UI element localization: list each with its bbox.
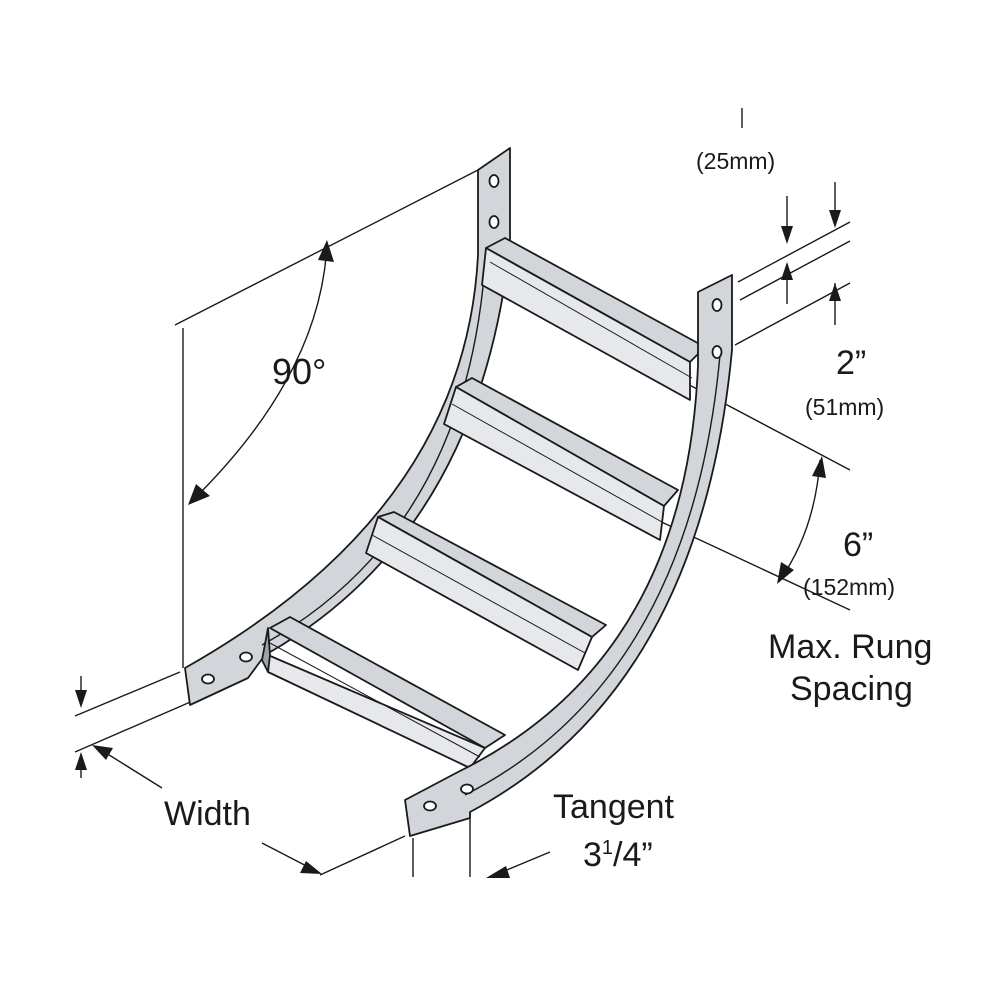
- rung-height-ext-top: [737, 221, 851, 283]
- spacing-arc: [779, 459, 821, 581]
- arrow-angle-bottom: [188, 484, 210, 505]
- bolt-hole: [711, 298, 723, 312]
- bolt-hole: [488, 215, 500, 229]
- tangent-whole: 3: [583, 836, 602, 874]
- angle-arc: [192, 244, 328, 501]
- width-ext-a: [74, 671, 181, 717]
- bottom-ext-diagonal: [319, 835, 406, 876]
- front-side-rail: [404, 274, 733, 837]
- bolt-hole: [711, 345, 723, 359]
- arrow-rung-a: [781, 226, 793, 244]
- arrow-tangent: [486, 866, 510, 878]
- arrow-rail-a: [781, 262, 793, 280]
- rung: [261, 616, 506, 769]
- arrow-left-top: [75, 690, 87, 708]
- tangent-value: 31/4”: [583, 838, 653, 872]
- tangent-fraction-num: 1: [601, 837, 614, 859]
- arrow-angle-top: [318, 240, 334, 262]
- rail-height-metric-label: (51mm): [805, 394, 885, 420]
- ladder-bend: [184, 147, 733, 837]
- front-rail-inner-edge: [464, 354, 721, 796]
- rung-spacing-label: 6”: [843, 526, 874, 564]
- arrow-width-upper: [92, 745, 113, 760]
- rail-height-ext: [734, 282, 851, 346]
- arrow-rail-b: [829, 283, 841, 301]
- arrow-rung-b: [829, 210, 841, 228]
- angle-label: 90°: [272, 351, 327, 392]
- arrow-left-bottom: [75, 752, 87, 770]
- rung-height-metric-label: (25mm): [696, 148, 776, 174]
- back-rail-inner-edge: [261, 249, 487, 646]
- tangent-fraction-rest: /4”: [613, 836, 653, 874]
- arrow-spacing-top: [812, 456, 826, 478]
- width-label: Width: [164, 795, 251, 833]
- arrowheads: [75, 210, 841, 878]
- rail-height-label: 2”: [836, 344, 867, 382]
- bolt-hole: [239, 651, 253, 663]
- tangent-caption: Tangent: [553, 788, 674, 826]
- rung-spacing-caption: Max. Rung Spacing: [760, 620, 944, 720]
- rung-height-ext-bottom: [739, 240, 851, 301]
- rung-spacing-caption-line1: Max. Rung: [768, 628, 933, 666]
- bolt-hole: [460, 783, 474, 795]
- arrow-spacing-bottom: [777, 562, 794, 584]
- bolt-hole: [488, 174, 500, 188]
- rung-spacing-caption-line2: Spacing: [790, 670, 913, 708]
- width-ext-b: [74, 699, 196, 753]
- bolt-hole: [201, 673, 215, 685]
- rung: [481, 237, 706, 401]
- bolt-hole: [423, 800, 437, 812]
- rung-spacing-metric-label: (152mm): [803, 574, 896, 600]
- rung: [443, 377, 679, 541]
- arrow-width-lower: [300, 861, 322, 874]
- rung: [365, 511, 607, 671]
